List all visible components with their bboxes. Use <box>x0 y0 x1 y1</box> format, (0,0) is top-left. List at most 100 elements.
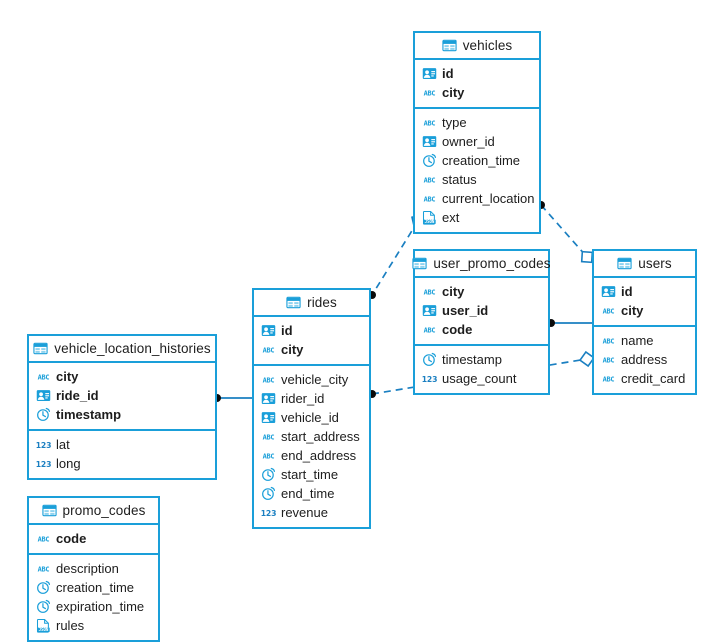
clock-icon <box>262 486 276 500</box>
column-name: creation_time <box>56 580 135 595</box>
column-row-user_id[interactable]: user_id <box>415 301 548 320</box>
column-name: rider_id <box>281 391 325 406</box>
column-row-timestamp[interactable]: timestamp <box>29 405 215 424</box>
column-name: city <box>621 303 644 318</box>
abc-icon: ABC <box>38 374 50 382</box>
clock-icon <box>37 580 51 594</box>
column-row-id[interactable]: id <box>594 282 695 301</box>
id-card-icon <box>36 390 51 401</box>
id-card-icon <box>422 305 437 316</box>
table-header-promo_codes[interactable]: promo_codes <box>29 498 158 525</box>
svg-text:ABC: ABC <box>424 289 436 297</box>
clock-icon <box>262 467 276 481</box>
column-name: id <box>621 284 633 299</box>
column-row-city[interactable]: ABC city <box>415 83 539 102</box>
abc-icon: ABC <box>603 376 615 384</box>
column-row-creation_time[interactable]: creation_time <box>415 151 539 170</box>
column-row-id[interactable]: id <box>415 64 539 83</box>
column-name: code <box>442 322 473 337</box>
column-name: vehicle_city <box>281 372 349 387</box>
column-name: vehicle_id <box>281 410 339 425</box>
column-row-rules[interactable]: JSON rules <box>29 616 158 635</box>
svg-text:JSON: JSON <box>425 219 435 224</box>
table-grid-icon <box>617 257 632 270</box>
column-row-creation_time[interactable]: creation_time <box>29 578 158 597</box>
column-row-code[interactable]: ABC code <box>415 320 548 339</box>
json-file-icon: JSON <box>422 210 436 225</box>
column-row-ride_id[interactable]: ride_id <box>29 386 215 405</box>
id-card-icon <box>261 393 276 404</box>
abc-icon: ABC <box>424 289 436 297</box>
123-icon: 123 <box>36 460 52 469</box>
column-name: start_address <box>281 429 360 444</box>
table-header-rides[interactable]: rides <box>254 290 369 317</box>
abc-icon: ABC <box>424 90 436 98</box>
column-row-end_time[interactable]: end_time <box>254 484 369 503</box>
column-row-rider_id[interactable]: rider_id <box>254 389 369 408</box>
table-header-vehicles[interactable]: vehicles <box>415 33 539 60</box>
column-name: city <box>442 85 465 100</box>
table-header-vehicle_location_histories[interactable]: vehicle_location_histories <box>29 336 215 363</box>
column-row-city[interactable]: ABC city <box>29 367 215 386</box>
svg-text:ABC: ABC <box>603 376 615 384</box>
column-row-id[interactable]: id <box>254 321 369 340</box>
clock-icon <box>37 599 51 613</box>
column-name: status <box>442 172 477 187</box>
column-row-start_time[interactable]: start_time <box>254 465 369 484</box>
column-name: type <box>442 115 467 130</box>
svg-text:JSON: JSON <box>39 627 49 632</box>
clock-icon <box>423 352 437 366</box>
relationship-vehicle_location_histories-to-rides[interactable] <box>213 394 252 402</box>
table-header-user_promo_codes[interactable]: user_promo_codes <box>412 251 550 278</box>
column-row-expiration_time[interactable]: expiration_time <box>29 597 158 616</box>
relationship-user_promo_codes-to-users[interactable] <box>547 319 592 327</box>
column-row-owner_id[interactable]: owner_id <box>415 132 539 151</box>
column-name: city <box>281 342 304 357</box>
abc-icon: ABC <box>424 327 436 335</box>
table-grid-icon <box>33 342 48 355</box>
column-name: city <box>56 369 79 384</box>
table-grid-icon <box>286 296 301 309</box>
clock-icon <box>423 153 437 167</box>
column-name: current_location <box>442 191 535 206</box>
column-name: rules <box>56 618 85 633</box>
column-name: id <box>442 66 454 81</box>
column-row-vehicle_id[interactable]: vehicle_id <box>254 408 369 427</box>
123-icon: 123 <box>36 441 52 450</box>
json-file-icon: JSON <box>36 618 50 633</box>
abc-icon: ABC <box>263 453 275 461</box>
table-header-users[interactable]: users <box>594 251 695 278</box>
column-name: start_time <box>281 467 339 482</box>
column-row-timestamp[interactable]: timestamp <box>415 350 548 369</box>
